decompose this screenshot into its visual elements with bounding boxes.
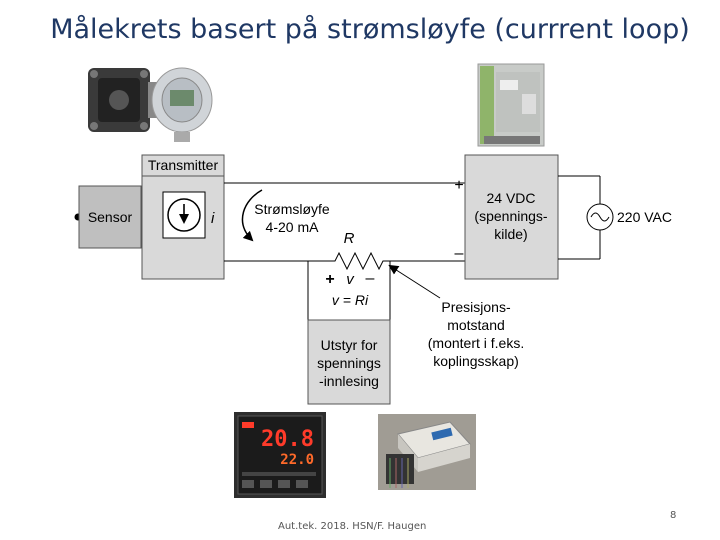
daq-device-photo — [378, 414, 476, 490]
power-supply-photo — [474, 62, 550, 148]
supply-label-line3: kilde) — [494, 226, 527, 242]
controller-display-bottom: 22.0 — [280, 452, 314, 468]
transmitter-photo — [80, 60, 220, 144]
slide-footer: Aut.tek. 2018. HSN/F. Haugen — [278, 521, 427, 532]
precision-callout-arrow — [388, 264, 441, 299]
resistor-label: R — [344, 230, 355, 247]
reader-label-line3: -innlesing — [319, 373, 379, 389]
ac-label: 220 VAC — [617, 209, 672, 225]
precision-label-line2: motstand — [447, 317, 505, 333]
supply-plus-sign: + — [454, 177, 463, 194]
reader-label-line1: Utstyr for — [321, 337, 378, 353]
reader-label-line2: spennings — [317, 355, 381, 371]
loop-label-line2: 4-20 mA — [266, 219, 320, 235]
current-symbol: i — [211, 210, 215, 227]
supply-label-line2: (spennings- — [474, 208, 547, 224]
ohms-law-label: v = Ri — [332, 292, 369, 308]
power-supply-box — [464, 154, 559, 280]
supply-label-line1: 24 VDC — [486, 190, 535, 206]
voltage-plus-sign: + — [325, 271, 334, 288]
transmitter-label: Transmitter — [148, 157, 219, 173]
controller-display-top: 20.8 — [261, 427, 314, 452]
sensor-label: Sensor — [88, 209, 133, 225]
controller-photo: 20.8 22.0 — [234, 412, 326, 498]
sensor-box — [78, 185, 142, 249]
precision-label-line4: koplingsskap) — [433, 353, 519, 369]
page-number: 8 — [670, 510, 677, 521]
precision-label-line1: Presisjons- — [441, 299, 511, 315]
resistor-symbol — [290, 251, 410, 271]
voltage-symbol: v — [346, 271, 355, 288]
voltage-reader-box — [307, 319, 391, 405]
slide-title: Målekrets basert på strømsløyfe (currren… — [50, 14, 690, 45]
loop-label-line1: Strømsløyfe — [254, 201, 330, 217]
supply-minus-sign: – — [455, 245, 464, 262]
voltage-minus-sign: – — [366, 270, 375, 287]
loop-direction-arrow — [241, 189, 263, 242]
precision-label-line3: (montert i f.eks. — [428, 335, 524, 351]
